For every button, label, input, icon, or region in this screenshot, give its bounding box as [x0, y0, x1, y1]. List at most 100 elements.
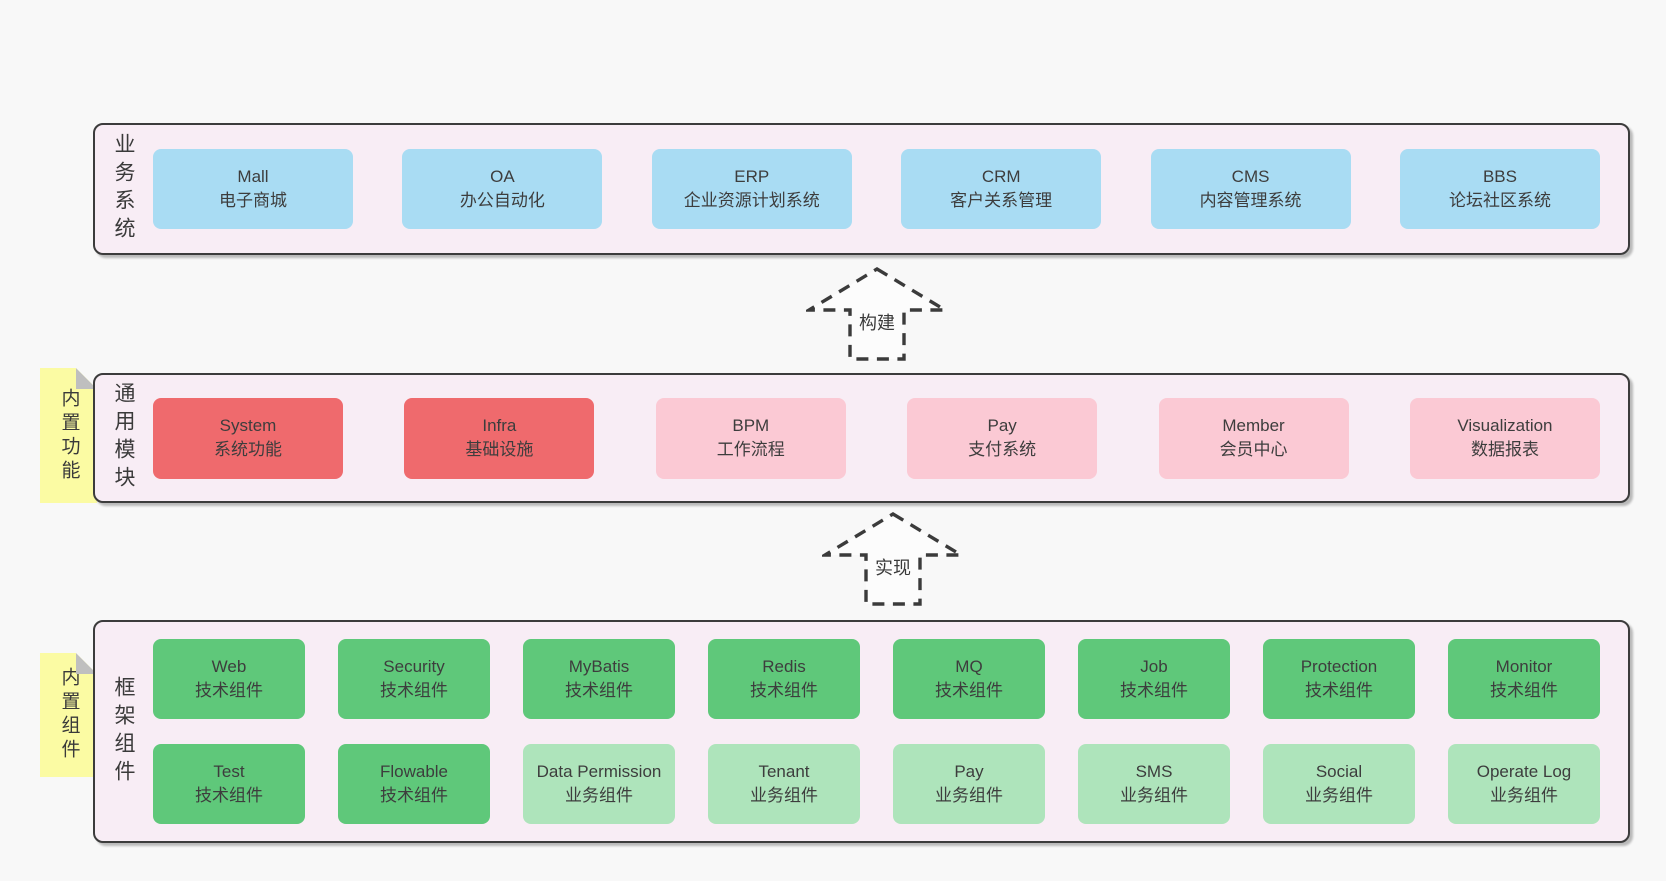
component-box-job: Job 技术组件 [1078, 639, 1230, 719]
component-box-operate-log: Operate Log 业务组件 [1448, 744, 1600, 824]
box-title: Job [1140, 657, 1168, 676]
box-title: BPM [732, 416, 770, 435]
builtin-functions-note-text: 内置功能 [58, 387, 80, 484]
box-subtitle: 业务组件 [750, 786, 818, 805]
system-box-mall: Mall 电子商城 [153, 149, 353, 229]
component-box-tenant: Tenant 业务组件 [708, 744, 860, 824]
component-box-redis: Redis 技术组件 [708, 639, 860, 719]
box-subtitle: 客户关系管理 [950, 191, 1053, 210]
component-box-mq: MQ 技术组件 [893, 639, 1045, 719]
box-title: ERP [734, 167, 770, 186]
box-title: SMS [1135, 762, 1173, 781]
common-modules-label: 通用模块 [112, 382, 135, 494]
component-box-sms: SMS 业务组件 [1078, 744, 1230, 824]
box-title: Monitor [1495, 657, 1553, 676]
box-title: CRM [981, 167, 1021, 186]
box-title: Tenant [758, 762, 810, 781]
module-box-bpm: BPM 工作流程 [655, 397, 846, 479]
box-subtitle: 技术组件 [565, 681, 633, 700]
tech-components-row: Web 技术组件 Security 技术组件 MyBatis 技术组件 Redi… [138, 639, 1628, 719]
framework-components-rows: Web 技术组件 Security 技术组件 MyBatis 技术组件 Redi… [138, 639, 1628, 824]
box-title: Infra [482, 416, 517, 435]
box-title: MQ [955, 657, 983, 676]
component-box-flowable: Flowable 技术组件 [338, 744, 490, 824]
box-subtitle: 技术组件 [195, 786, 263, 805]
box-subtitle: 技术组件 [195, 681, 263, 700]
box-title: OA [490, 167, 515, 186]
component-box-test: Test 技术组件 [153, 744, 305, 824]
business-systems-label: 业务系统 [112, 133, 135, 245]
box-title: Protection [1300, 657, 1378, 676]
box-subtitle: 基础设施 [465, 440, 534, 459]
box-title: BBS [1482, 167, 1517, 186]
box-subtitle: 业务组件 [1490, 786, 1558, 805]
business-systems-panel: 业务系统 Mall 电子商城 OA 办公自动化 ERP 企业资源计划系统 CRM… [93, 123, 1630, 255]
component-box-monitor: Monitor 技术组件 [1448, 639, 1600, 719]
box-title: MyBatis [568, 657, 630, 676]
box-subtitle: 技术组件 [380, 786, 448, 805]
box-subtitle: 数据报表 [1470, 440, 1539, 459]
box-subtitle: 技术组件 [1120, 681, 1188, 700]
box-subtitle: 支付系统 [968, 440, 1037, 459]
box-title: Mall [237, 167, 269, 186]
builtin-components-note: 内置组件 [40, 653, 97, 777]
box-title: Visualization [1457, 416, 1553, 435]
biz-components-row: Test 技术组件 Flowable 技术组件 Data Permission … [138, 744, 1628, 824]
box-title: Data Permission [536, 762, 662, 781]
box-subtitle: 论坛社区系统 [1448, 191, 1551, 210]
framework-components-panel: 框架组件 Web 技术组件 Security 技术组件 MyBatis 技术组件… [93, 620, 1630, 843]
box-title: System [219, 416, 277, 435]
box-title: CMS [1231, 167, 1270, 186]
module-box-visualization: Visualization 数据报表 [1409, 397, 1600, 479]
box-subtitle: 技术组件 [380, 681, 448, 700]
box-subtitle: 业务组件 [1305, 786, 1373, 805]
component-box-pay: Pay 业务组件 [893, 744, 1045, 824]
box-subtitle: 企业资源计划系统 [683, 191, 820, 210]
component-box-social: Social 业务组件 [1263, 744, 1415, 824]
box-subtitle: 技术组件 [935, 681, 1003, 700]
business-systems-row: Mall 电子商城 OA 办公自动化 ERP 企业资源计划系统 CRM 客户关系… [138, 149, 1628, 229]
build-arrow: 构建 [802, 266, 952, 362]
box-title: Operate Log [1476, 762, 1572, 781]
system-box-oa: OA 办公自动化 [402, 149, 603, 229]
box-subtitle: 业务组件 [565, 786, 633, 805]
component-box-web: Web 技术组件 [153, 639, 305, 719]
box-subtitle: 业务组件 [935, 786, 1003, 805]
box-title: Pay [987, 416, 1017, 435]
box-title: Security [383, 657, 445, 676]
system-box-cms: CMS 内容管理系统 [1150, 149, 1351, 229]
box-title: Test [213, 762, 245, 781]
box-subtitle: 内容管理系统 [1199, 191, 1302, 210]
build-arrow-label: 构建 [855, 308, 899, 336]
builtin-components-note-text: 内置组件 [58, 667, 80, 763]
box-subtitle: 工作流程 [716, 440, 785, 459]
box-title: Member [1222, 416, 1285, 435]
module-box-pay: Pay 支付系统 [907, 397, 1098, 479]
common-modules-panel: 通用模块 System 系统功能 Infra 基础设施 BPM 工作流程 Pay… [93, 373, 1630, 503]
system-box-bbs: BBS 论坛社区系统 [1399, 149, 1600, 229]
implement-arrow: 实现 [818, 511, 968, 607]
box-subtitle: 业务组件 [1120, 786, 1188, 805]
box-title: Social [1315, 762, 1363, 781]
box-title: Flowable [379, 762, 449, 781]
component-box-mybatis: MyBatis 技术组件 [523, 639, 675, 719]
box-subtitle: 系统功能 [214, 440, 282, 459]
box-subtitle: 电子商城 [219, 191, 287, 210]
module-box-infra: Infra 基础设施 [404, 397, 595, 479]
module-box-system: System 系统功能 [153, 397, 343, 479]
common-modules-row: System 系统功能 Infra 基础设施 BPM 工作流程 Pay 支付系统… [138, 397, 1628, 479]
box-title: Web [211, 657, 247, 676]
component-box-protection: Protection 技术组件 [1263, 639, 1415, 719]
box-subtitle: 技术组件 [1305, 681, 1373, 700]
box-subtitle: 技术组件 [1490, 681, 1558, 700]
builtin-functions-note: 内置功能 [40, 368, 97, 503]
module-box-member: Member 会员中心 [1158, 397, 1349, 479]
box-subtitle: 办公自动化 [459, 191, 545, 210]
system-box-erp: ERP 企业资源计划系统 [651, 149, 852, 229]
box-title: Pay [954, 762, 984, 781]
system-box-crm: CRM 客户关系管理 [901, 149, 1102, 229]
implement-arrow-label: 实现 [871, 553, 915, 581]
box-title: Redis [762, 657, 806, 676]
component-box-data-permission: Data Permission 业务组件 [523, 744, 675, 824]
